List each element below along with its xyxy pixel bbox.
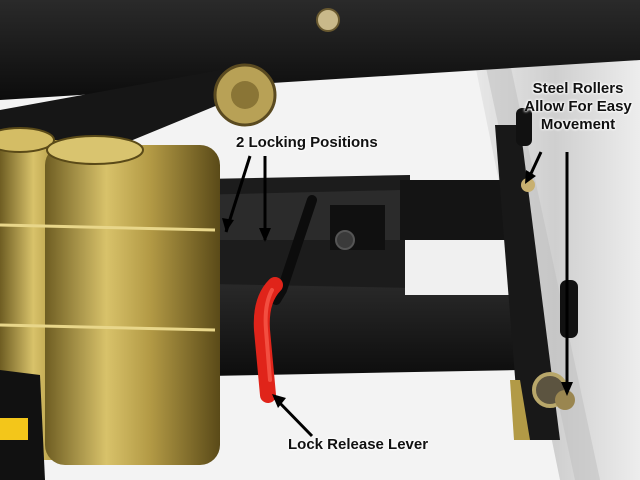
roller-plate (495, 125, 560, 440)
cylinder-right (45, 145, 220, 465)
cylinder-band-1 (0, 223, 216, 232)
arrow-locking-2-head (259, 228, 271, 242)
arrow-lever-head (272, 394, 286, 408)
lever-highlight (263, 288, 274, 382)
callout-steel-rollers: Steel Rollers Allow For Easy Movement (524, 80, 632, 133)
cylinder-right-top (46, 135, 144, 165)
callout-locking-positions: 2 Locking Positions (236, 134, 378, 151)
lock-bolt (335, 230, 355, 250)
beam-bolt (316, 8, 340, 32)
arrow-roller-top-head (525, 170, 536, 184)
arrow-locking-1 (224, 155, 252, 233)
roller-bottom (560, 280, 578, 338)
arrow-roller-bottom-head (561, 382, 573, 396)
roller-top-axle (521, 178, 535, 192)
roller-bottom-axle (555, 390, 575, 410)
frame-opening (405, 240, 515, 295)
cylinder-left-top (0, 127, 55, 153)
arrow-locking-1-head (222, 218, 234, 232)
warning-label (0, 418, 28, 440)
cross-beam (400, 180, 520, 240)
cylinder-band-2 (0, 323, 216, 332)
callout-lock-release-lever: Lock Release Lever (288, 436, 429, 453)
arrow-lever (273, 396, 314, 438)
roller-top (516, 108, 532, 146)
plate-edge-highlight (510, 380, 530, 440)
pivot-pin-center (231, 81, 259, 109)
lever-rod (271, 195, 317, 305)
top-beam (0, 0, 640, 100)
